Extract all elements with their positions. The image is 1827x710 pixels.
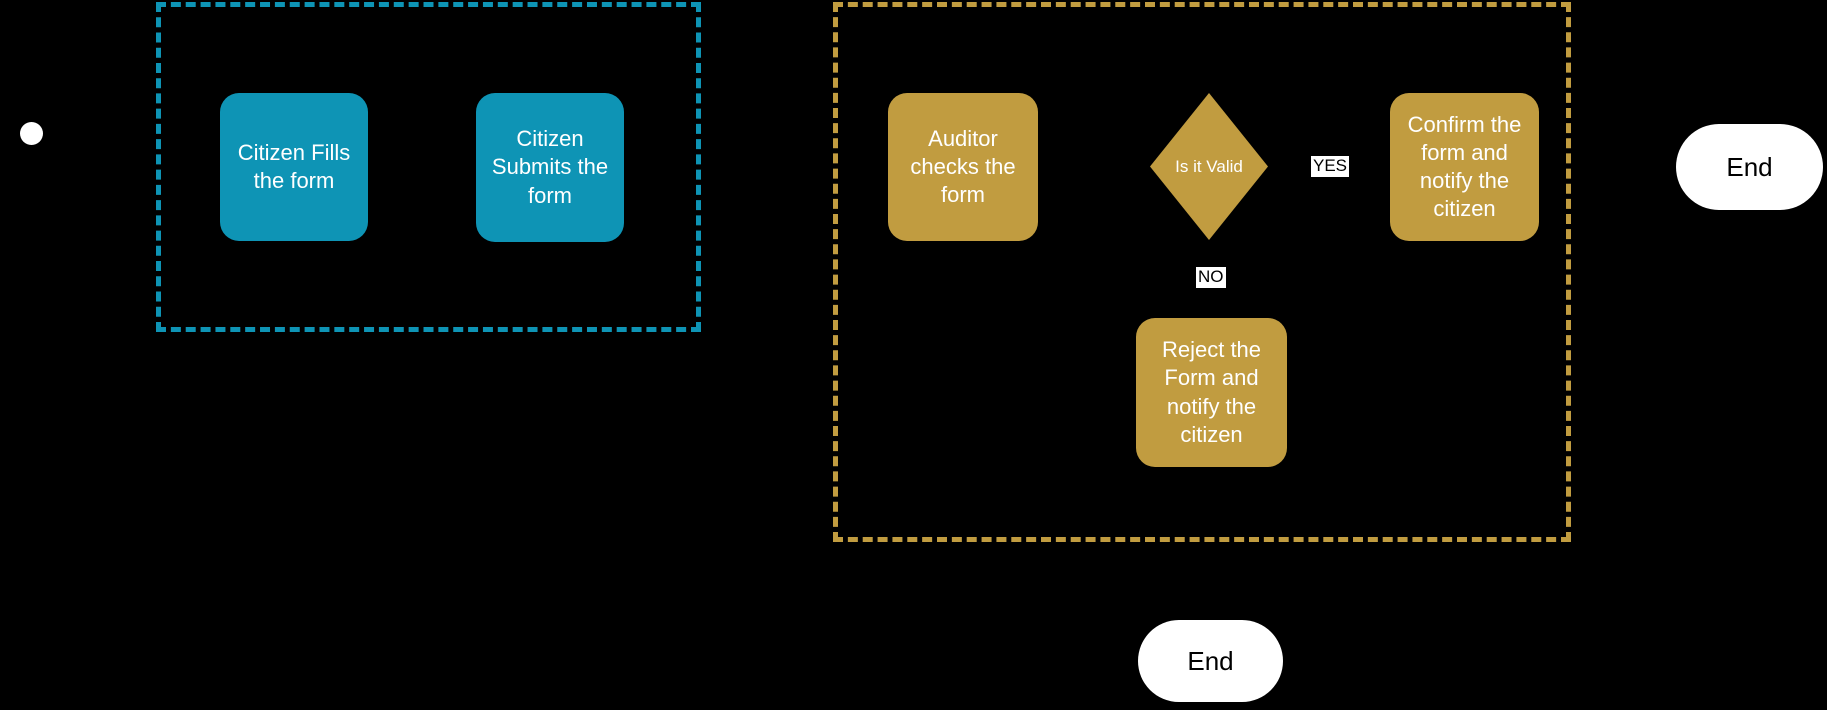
task-citizen-fills-form: Citizen Fills the form bbox=[220, 93, 368, 241]
task-confirm-and-notify: Confirm the form and notify the citizen bbox=[1390, 93, 1539, 241]
edge-label-no: NO bbox=[1196, 267, 1226, 288]
start-event-node bbox=[20, 122, 43, 145]
end-node-bottom: End bbox=[1138, 620, 1283, 702]
citizen-lane bbox=[156, 2, 701, 332]
auditor-lane bbox=[833, 2, 1571, 542]
end-node-right: End bbox=[1676, 124, 1823, 210]
task-auditor-checks-form: Auditor checks the form bbox=[888, 93, 1038, 241]
edge-label-yes: YES bbox=[1311, 156, 1350, 177]
task-reject-and-notify: Reject the Form and notify the citizen bbox=[1136, 318, 1287, 467]
task-citizen-submits-form: Citizen Submits the form bbox=[476, 93, 624, 242]
